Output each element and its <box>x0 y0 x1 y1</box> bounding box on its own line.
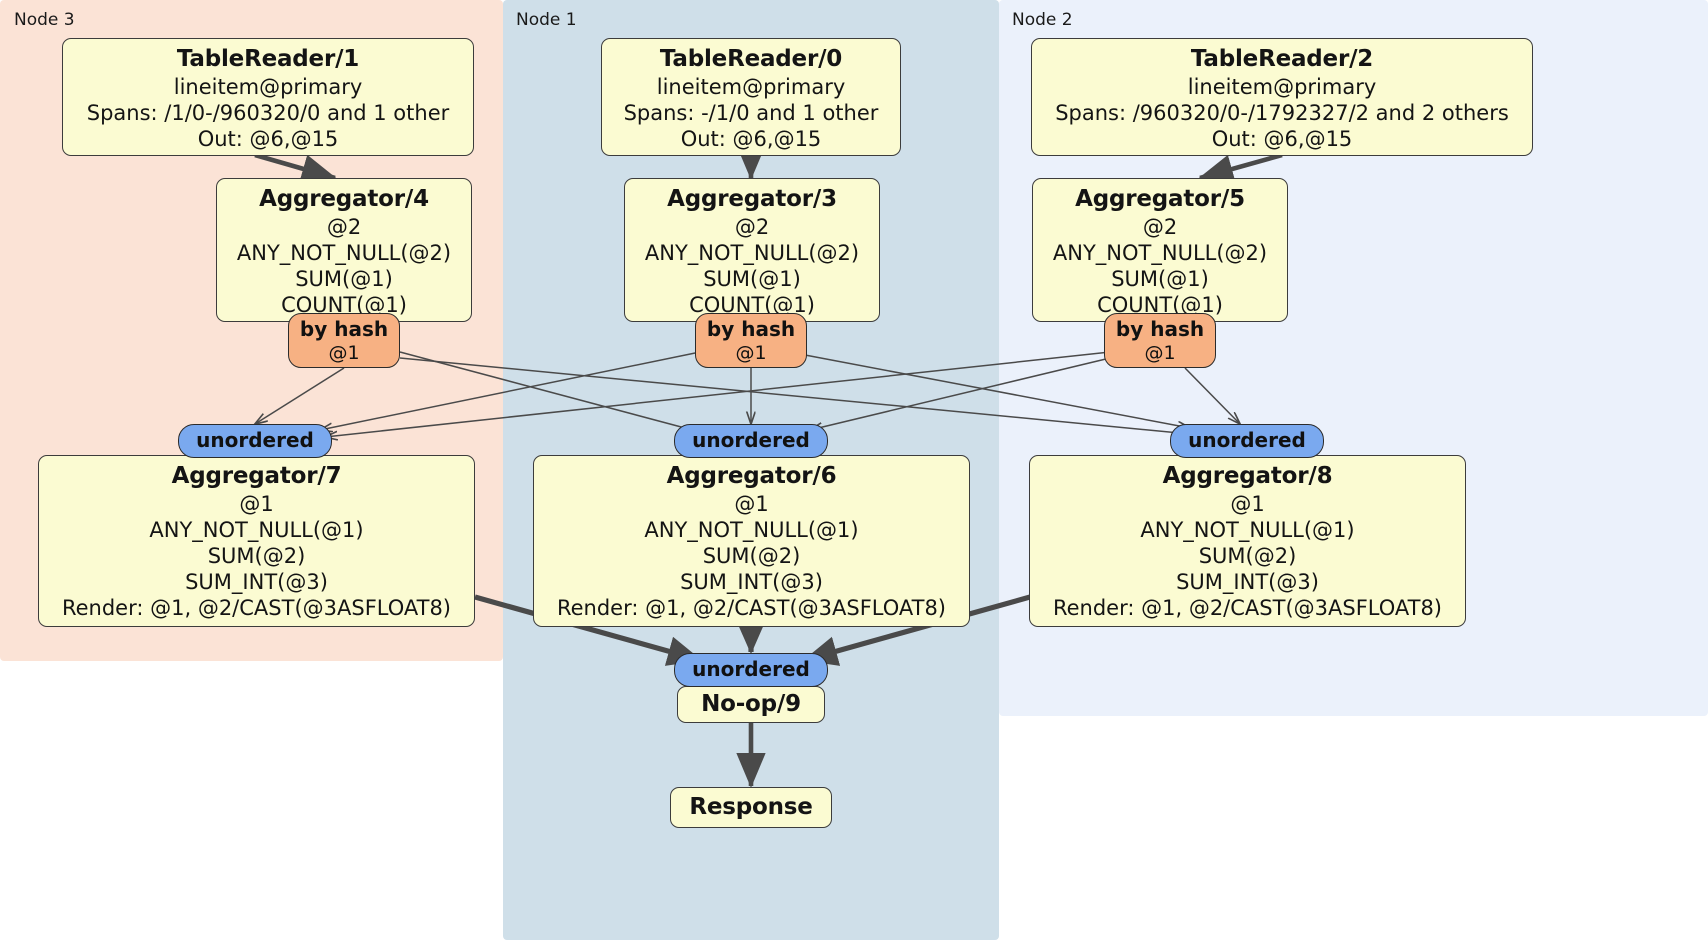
router-column: @1 <box>735 342 767 364</box>
processor-aggregator-3[interactable]: Aggregator/3 @2 ANY_NOT_NULL(@2) SUM(@1)… <box>624 178 880 322</box>
processor-detail-line: SUM_INT(@3) <box>1176 570 1319 594</box>
router-badge-by-hash-aggregator-3[interactable]: by hash @1 <box>695 313 807 368</box>
processor-detail-line: SUM(@2) <box>207 544 306 568</box>
processor-title: Aggregator/5 <box>1075 186 1245 212</box>
processor-aggregator-5[interactable]: Aggregator/5 @2 ANY_NOT_NULL(@2) SUM(@1)… <box>1032 178 1288 322</box>
processor-detail-line: SUM(@1) <box>295 267 393 291</box>
node-panel-label-node2: Node 2 <box>1012 10 1073 30</box>
processor-detail-line: Out: @6,@15 <box>197 127 339 151</box>
processor-detail-line: lineitem@primary <box>173 75 363 99</box>
router-column: @1 <box>1144 342 1176 364</box>
processor-detail-line: ANY_NOT_NULL(@2) <box>1052 241 1268 265</box>
processor-response[interactable]: Response <box>670 787 832 828</box>
processor-detail-line: SUM(@1) <box>1111 267 1209 291</box>
processor-title: Response <box>689 794 813 820</box>
processor-title: Aggregator/8 <box>1162 463 1333 489</box>
processor-detail-line: @2 <box>734 215 770 239</box>
processor-render-line: Render: @1, @2/CAST(@3ASFLOAT8) <box>1052 596 1443 620</box>
processor-detail-line: Out: @6,@15 <box>1211 127 1353 151</box>
processor-detail-line: @1 <box>734 492 769 516</box>
router-badge-by-hash-aggregator-5[interactable]: by hash @1 <box>1104 313 1216 368</box>
processor-detail-line: SUM(@1) <box>703 267 801 291</box>
synchronizer-label: unordered <box>196 428 314 452</box>
processor-title: Aggregator/3 <box>667 186 837 212</box>
node-panel-label-node3: Node 3 <box>14 10 75 30</box>
processor-aggregator-6[interactable]: Aggregator/6 @1 ANY_NOT_NULL(@1) SUM(@2)… <box>533 455 970 627</box>
processor-title: TableReader/2 <box>1190 46 1374 72</box>
processor-noop-9[interactable]: No-op/9 <box>677 686 825 723</box>
synchronizer-label: unordered <box>1188 428 1306 452</box>
synchronizer-badge-unordered-right[interactable]: unordered <box>1170 424 1324 458</box>
router-label: by hash <box>299 317 389 341</box>
processor-table-reader-1[interactable]: TableReader/1 lineitem@primary Spans: /1… <box>62 38 474 156</box>
processor-table-reader-2[interactable]: TableReader/2 lineitem@primary Spans: /9… <box>1031 38 1533 156</box>
processor-detail-line: Spans: /1/0-/960320/0 and 1 other <box>86 101 450 125</box>
processor-detail-line: ANY_NOT_NULL(@2) <box>644 241 860 265</box>
processor-detail-line: ANY_NOT_NULL(@1) <box>644 518 859 542</box>
node-panel-label-node1: Node 1 <box>516 10 577 30</box>
processor-render-line: Render: @1, @2/CAST(@3ASFLOAT8) <box>556 596 947 620</box>
processor-aggregator-8[interactable]: Aggregator/8 @1 ANY_NOT_NULL(@1) SUM(@2)… <box>1029 455 1466 627</box>
synchronizer-label: unordered <box>692 657 810 681</box>
processor-title: No-op/9 <box>701 691 801 717</box>
processor-aggregator-4[interactable]: Aggregator/4 @2 ANY_NOT_NULL(@2) SUM(@1)… <box>216 178 472 322</box>
synchronizer-badge-unordered-left[interactable]: unordered <box>178 424 332 458</box>
synchronizer-badge-unordered-final[interactable]: unordered <box>674 653 828 687</box>
processor-aggregator-7[interactable]: Aggregator/7 @1 ANY_NOT_NULL(@1) SUM(@2)… <box>38 455 475 627</box>
processor-detail-line: @2 <box>1142 215 1178 239</box>
processor-detail-line: lineitem@primary <box>656 75 846 99</box>
processor-detail-line: @1 <box>239 492 274 516</box>
processor-render-line: Render: @1, @2/CAST(@3ASFLOAT8) <box>61 596 452 620</box>
synchronizer-label: unordered <box>692 428 810 452</box>
processor-detail-line: @2 <box>326 215 362 239</box>
processor-detail-line: ANY_NOT_NULL(@2) <box>236 241 452 265</box>
processor-detail-line: ANY_NOT_NULL(@1) <box>1140 518 1355 542</box>
processor-detail-line: SUM_INT(@3) <box>185 570 328 594</box>
processor-detail-line: ANY_NOT_NULL(@1) <box>149 518 364 542</box>
processor-title: Aggregator/4 <box>259 186 429 212</box>
processor-detail-line: SUM_INT(@3) <box>680 570 823 594</box>
processor-table-reader-0[interactable]: TableReader/0 lineitem@primary Spans: -/… <box>601 38 901 156</box>
synchronizer-badge-unordered-center[interactable]: unordered <box>674 424 828 458</box>
processor-detail-line: SUM(@2) <box>1198 544 1297 568</box>
router-label: by hash <box>706 317 796 341</box>
processor-detail-line: @1 <box>1230 492 1265 516</box>
processor-title: Aggregator/7 <box>171 463 342 489</box>
router-label: by hash <box>1115 317 1205 341</box>
processor-detail-line: SUM(@2) <box>702 544 801 568</box>
processor-title: Aggregator/6 <box>666 463 837 489</box>
processor-title: TableReader/0 <box>659 46 843 72</box>
processor-detail-line: Spans: /960320/0-/1792327/2 and 2 others <box>1055 101 1509 125</box>
processor-title: TableReader/1 <box>176 46 360 72</box>
processor-detail-line: Out: @6,@15 <box>680 127 822 151</box>
processor-detail-line: Spans: -/1/0 and 1 other <box>623 101 879 125</box>
router-column: @1 <box>328 342 360 364</box>
processor-detail-line: lineitem@primary <box>1187 75 1377 99</box>
router-badge-by-hash-aggregator-4[interactable]: by hash @1 <box>288 313 400 368</box>
